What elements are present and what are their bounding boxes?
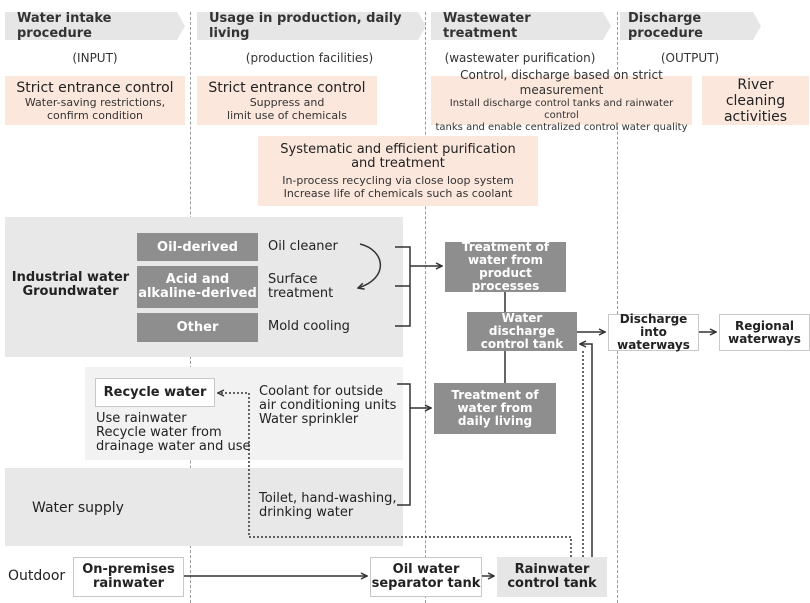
regional-waterways: Regional waterways	[719, 314, 810, 351]
use-surface-treatment: Surface treatment	[268, 273, 333, 301]
treatment-daily-living: Treatment of water from daily living	[434, 383, 556, 434]
node-line: Water discharge	[488, 311, 556, 338]
recycle-line: drainage water and use	[96, 439, 251, 454]
column-divider	[617, 12, 618, 603]
industrial-water-label: Industrial water Groundwater	[8, 271, 133, 299]
policy-heading: Systematic and efficient purification	[280, 141, 516, 157]
node-line: waterways	[617, 338, 690, 352]
category-oil-derived: Oil-derived	[137, 233, 258, 261]
phase-header-intake: Water intake procedure	[5, 11, 177, 41]
category-acid-alkaline: Acid and alkaline-derived	[137, 266, 258, 308]
phase-arrow	[753, 12, 761, 40]
node-line: water from	[457, 401, 533, 415]
node-line: Regional	[734, 318, 795, 333]
policy-heading: Strict entrance control	[208, 79, 366, 96]
policy-heading: Control, discharge based on strict measu…	[460, 67, 663, 97]
phase-sub-intake: (INPUT)	[72, 51, 118, 65]
phase-title: Wastewater treatment	[443, 11, 531, 41]
node-line: Treatment of	[461, 240, 550, 254]
source-line: Groundwater	[22, 284, 119, 299]
category-line: alkaline-derived	[138, 286, 257, 301]
use-mold-cooling: Mold cooling	[268, 319, 350, 334]
recycle-loop-arrow	[358, 243, 382, 288]
policy-intake: Strict entrance control Water-saving res…	[5, 76, 185, 125]
use-line: air conditioning units	[259, 398, 397, 413]
phase-arrow	[418, 12, 426, 40]
phase-header-discharge: Discharge procedure	[620, 11, 753, 41]
node-line: Oil water	[392, 562, 460, 577]
phase-arrow	[177, 12, 185, 40]
water-supply-label: Water supply	[32, 500, 124, 516]
oil-water-separator-tank: Oil water separator tank	[370, 557, 482, 597]
policy-text: Install discharge control tanks and rain…	[449, 97, 674, 121]
policy-usage: Strict entrance control Suppress and lim…	[197, 76, 377, 125]
category-other: Other	[137, 313, 258, 342]
bracket-daily	[397, 383, 411, 506]
policy-text: Increase life of chemicals such as coola…	[283, 186, 513, 200]
policy-text: In-process recycling via close loop syst…	[282, 173, 514, 187]
node-line: Discharge into	[619, 312, 688, 339]
use-line: Toilet, hand-washing,	[259, 491, 397, 506]
recycle-line: Recycle water from	[96, 425, 222, 440]
policy-treatment: Control, discharge based on strict measu…	[431, 68, 692, 133]
treatment-product-processes: Treatment of water from product processe…	[445, 240, 566, 293]
policy-text: limit use of chemicals	[227, 108, 347, 122]
phase-sub-discharge: (OUTPUT)	[660, 51, 720, 65]
use-line: treatment	[268, 286, 334, 301]
recycle-water-box: Recycle water	[95, 378, 215, 407]
node-line: water from	[467, 253, 544, 267]
phase-header-usage: Usage in production, daily living	[197, 11, 418, 41]
outdoor-label: Outdoor	[8, 568, 66, 584]
node-line: Rainwater	[514, 562, 590, 577]
arrow-rain-tank-to-discharge	[580, 344, 593, 557]
policy-text: Water-saving restrictions,	[24, 95, 166, 109]
column-divider	[425, 12, 426, 603]
node-line: rainwater	[92, 576, 165, 591]
rainwater-control-tank: Rainwater control tank	[497, 557, 607, 597]
policy-text: tanks and enable centralized control wat…	[435, 121, 688, 133]
on-premises-rainwater: On-premises rainwater	[73, 557, 184, 597]
use-coolant-sprinkler: Coolant for outside air conditioning uni…	[259, 385, 396, 427]
node-line: On-premises	[82, 562, 175, 577]
policy-heading: and treatment	[351, 155, 445, 171]
discharge-into-waterways: Discharge into waterways	[608, 312, 699, 352]
node-line: daily living	[457, 414, 533, 428]
use-oil-cleaner: Oil cleaner	[268, 239, 338, 254]
use-line: Water sprinkler	[259, 412, 359, 427]
policy-discharge: River cleaning activities	[702, 76, 809, 125]
category-line: Acid and	[165, 272, 230, 287]
phase-arrow	[603, 12, 611, 40]
phase-header-treatment: Wastewater treatment	[431, 11, 603, 41]
node-line: separator tank	[371, 576, 481, 591]
recycle-description: Use rainwater Recycle water from drainag…	[96, 412, 251, 454]
water-discharge-control-tank: Water discharge control tank	[467, 312, 577, 351]
node-line: waterways	[728, 331, 801, 346]
policy-heading: Strict entrance control	[16, 79, 174, 96]
policy-heading: River cleaning activities	[723, 76, 788, 125]
use-line: Coolant for outside	[259, 384, 383, 399]
policy-text: Suppress and	[249, 95, 325, 109]
policy-text: confirm condition	[46, 108, 144, 122]
dotted-recycle-path	[218, 393, 572, 557]
phase-sub-treatment: (wastewater purification)	[444, 51, 596, 65]
use-line: Surface	[268, 272, 318, 287]
source-line: Industrial water	[11, 270, 130, 285]
node-line: control tank	[507, 576, 597, 591]
policy-systematic: Systematic and efficient purification an…	[258, 136, 538, 206]
phase-sub-usage: (production facilities)	[245, 51, 374, 65]
node-line: Treatment of	[451, 388, 539, 402]
phase-title: Discharge procedure	[628, 11, 703, 41]
node-line: control tank	[480, 337, 564, 351]
recycle-line: Use rainwater	[96, 411, 187, 426]
use-line: drinking water	[259, 505, 354, 520]
node-line: product processes	[471, 266, 540, 293]
phase-title: Usage in production, daily living	[209, 11, 402, 41]
phase-title: Water intake procedure	[17, 11, 112, 41]
water-supply-panel	[5, 468, 403, 546]
use-toilet-drinking: Toilet, hand-washing, drinking water	[259, 492, 397, 520]
